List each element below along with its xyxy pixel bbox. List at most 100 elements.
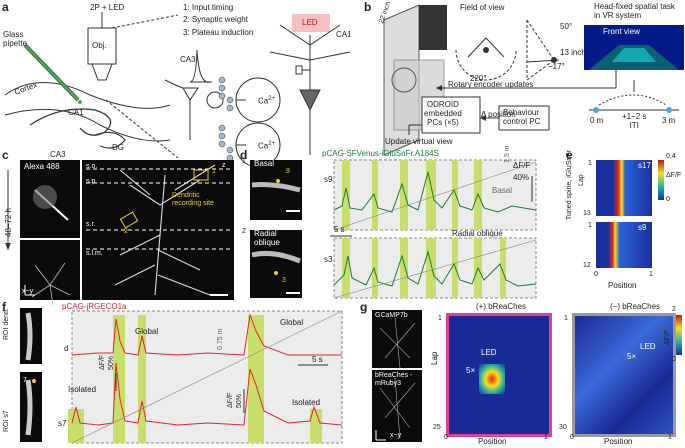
dg-label: DG: [112, 143, 124, 152]
heatmap-s17: [596, 160, 652, 216]
s9-label: s9: [638, 223, 647, 232]
ca3-label: CA3: [50, 150, 66, 159]
rig-label: 2P + LED: [90, 3, 125, 12]
lap12-e: 12: [583, 262, 591, 269]
dist-label: 1.5 m: [504, 145, 511, 163]
ca-label-2: Ca2+: [258, 141, 276, 151]
panel-f-traces: [68, 310, 343, 444]
roi-overlay: [25, 312, 36, 436]
roi-s7-label: ROI s7: [3, 410, 10, 432]
fov-title: Field of view: [460, 3, 505, 12]
lap1b-g: 1: [564, 315, 568, 322]
panel-g-label: g: [360, 300, 368, 314]
x0-g-2: 0: [570, 434, 574, 441]
x1-e: 1: [649, 271, 653, 278]
s7-label: s7: [58, 419, 67, 428]
dff-val: 40%: [513, 173, 530, 182]
dff-f-1: ΔF/F: [99, 354, 106, 370]
z-label: z: [222, 162, 226, 169]
site-label: Dendritic recording site: [172, 192, 215, 207]
colorbar-e: [658, 160, 664, 200]
lap1-e: 1: [588, 160, 592, 167]
panel-d-label: d: [240, 148, 248, 162]
led-g-minus: LED: [640, 342, 656, 351]
breach-image: [372, 370, 422, 442]
led-g-plus: LED: [481, 348, 497, 357]
lap25-g: 25: [433, 424, 441, 431]
xy-label: x−y: [22, 288, 34, 295]
site-num-2: 2: [124, 228, 128, 235]
x1-g-1: 1: [544, 434, 548, 441]
basal-tag: Basal: [492, 186, 513, 195]
heatmap-s9: [596, 222, 652, 268]
radial-label: Radial oblique: [254, 229, 280, 247]
layer-slm: s.l.m.: [86, 250, 103, 257]
g-image-overlay: [375, 317, 416, 441]
ca1-label: CA1: [68, 108, 84, 117]
cb-min-g: 0: [672, 356, 676, 363]
deg50: 50°: [560, 22, 573, 31]
behaviour-box: Behaviour control PC: [503, 108, 541, 126]
x0-g-1: 0: [444, 434, 448, 441]
xy-g: x−y: [390, 432, 402, 439]
cb-label-g: ΔF/F: [664, 329, 671, 345]
isolated-label-2: Isolated: [292, 398, 321, 407]
panel-f-label: f: [2, 300, 6, 314]
objective-label: Obj.: [92, 41, 107, 50]
spine-3: 3: [282, 277, 286, 284]
dendrite-strokes: [251, 179, 301, 294]
inch13: 13 inch: [560, 48, 586, 57]
alexa-label: Alexa 488: [24, 162, 60, 171]
lap13-e: 13: [583, 210, 591, 217]
ca3-cell-label: CA3: [180, 55, 196, 64]
layer-sr: s.r.: [86, 221, 96, 228]
panel-b-label: b: [364, 0, 372, 14]
basal-num: 1: [242, 158, 246, 165]
delta-pos-label: Δ position: [481, 110, 516, 119]
lap1b-e: 1: [588, 222, 592, 229]
cb-max-g: 2: [672, 306, 676, 313]
global-label-1: Global: [135, 327, 159, 336]
panel-c-overlay: [5, 164, 232, 306]
plus-field: [479, 364, 505, 394]
lap-label-e: Lap: [578, 174, 585, 186]
times-g-plus: 5×: [466, 366, 476, 375]
site-num-1: 1: [212, 168, 216, 175]
dist-f: 0.75 m: [217, 328, 224, 350]
panel-a-label: a: [2, 0, 9, 14]
iti-label: +1−2 s ITI: [622, 112, 647, 130]
panel-c-label: c: [2, 148, 9, 162]
panel-d-traces: [330, 159, 537, 299]
led-label: LED: [302, 18, 318, 27]
rotary-label: Rotary encoder updates: [448, 80, 534, 89]
lap30-g: 30: [559, 424, 567, 431]
vr-title: Head-fixed spatial task in VR system: [594, 2, 675, 20]
cb-min-e: 0: [666, 196, 670, 203]
list-item-3: 3: Plateau induction: [183, 28, 254, 37]
dff-f-2: ΔF/F: [227, 392, 234, 408]
panel-e-label: e: [566, 148, 573, 162]
front-view-label: Front view: [603, 27, 640, 36]
list-item-1: 1: Input timing: [183, 3, 234, 12]
time-f: 5 s: [312, 355, 323, 364]
minus-title: (−) bReaChes: [610, 302, 661, 311]
dff-val-f-2: 50%: [236, 393, 243, 408]
gcamp-label: GCaMP7b: [375, 312, 408, 319]
deg17: −17°: [548, 62, 565, 71]
track-end: 3 m: [662, 116, 676, 125]
lap1-g: 1: [438, 315, 442, 322]
trace-s3-label: s3: [324, 255, 333, 264]
fov-deg: 220°: [470, 74, 487, 83]
roi-dend-label: ROI dend.: [3, 308, 10, 340]
spine-9: 9: [286, 168, 290, 175]
x1-g-2: 1: [668, 434, 672, 441]
radial-tag: Radial oblique: [452, 229, 503, 238]
radial-num: 2: [242, 228, 246, 235]
xlabel-e: Position: [608, 281, 637, 290]
xlabel-g-1: Position: [478, 437, 507, 446]
dff-label: ΔF/F: [513, 161, 531, 170]
neuron-image: [20, 240, 80, 300]
list-item-2: 2: Synaptic weight: [183, 15, 248, 24]
d-label: d: [64, 344, 69, 353]
sensor-label: pCAG-SFVenus-iGluSnFr.A184S: [322, 149, 439, 158]
